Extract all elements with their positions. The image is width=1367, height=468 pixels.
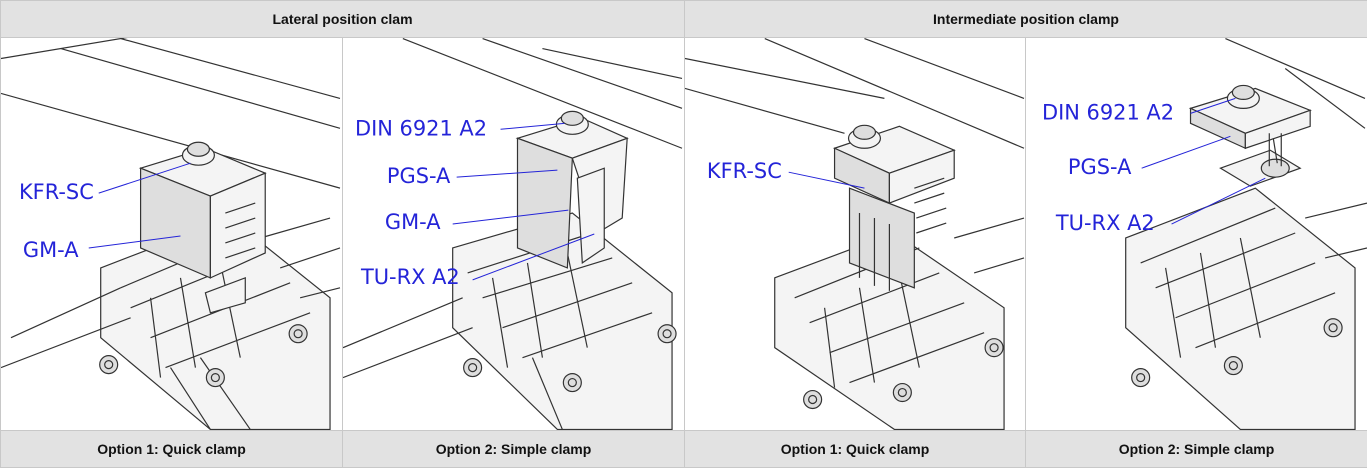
leader-kfr-sc [788, 171, 865, 189]
bolt-drawing [803, 338, 1004, 410]
panel-lateral-simple-clamp: DIN 6921 A2 PGS-A GM-A TU-RX A2 [341, 37, 686, 431]
clamp-drawing [138, 141, 267, 314]
label-pgs-a: PGS-A [1068, 155, 1132, 179]
label-pgs-a: PGS-A [387, 164, 451, 188]
header-row: Lateral position clam Intermediate posit… [0, 0, 1367, 38]
leader-pgs-a [1141, 135, 1231, 169]
leader-tu-rx-a2 [472, 233, 595, 281]
label-din-6921-a2: DIN 6921 A2 [355, 116, 487, 140]
lateral-simple-clamp-drawing: DIN 6921 A2 PGS-A GM-A TU-RX A2 [343, 38, 683, 430]
leader-tu-rx-a2 [1171, 177, 1266, 225]
label-tu-rx-a2: TU-RX A2 [360, 265, 460, 289]
label-gm-a: GM-A [385, 210, 441, 234]
footer-option-2-lateral: Option 2: Simple clamp [341, 430, 686, 468]
clamp-drawing [515, 110, 629, 269]
header-intermediate: Intermediate position clamp [684, 0, 1367, 38]
label-kfr-sc: KFR-SC [707, 159, 782, 183]
footer-option-1-intermediate: Option 1: Quick clamp [684, 430, 1027, 468]
bolt-drawing [99, 324, 308, 388]
rail-drawing [685, 38, 1025, 430]
label-kfr-sc: KFR-SC [19, 180, 94, 204]
footer-row: Option 1: Quick clamp Option 2: Simple c… [0, 430, 1367, 468]
label-gm-a: GM-A [23, 238, 79, 262]
intermediate-simple-clamp-drawing: DIN 6921 A2 PGS-A TU-RX A2 [1042, 38, 1367, 430]
leader-pgs-a [456, 169, 558, 178]
footer-option-1-lateral: Option 1: Quick clamp [0, 430, 343, 468]
bolt-drawing [463, 324, 677, 393]
rail-drawing [1, 38, 341, 430]
clamp-drawing [832, 124, 956, 291]
label-tu-rx-a2: TU-RX A2 [1055, 211, 1155, 235]
lateral-quick-clamp-drawing: KFR-SC GM-A [1, 38, 341, 430]
image-row: KFR-SC GM-A [0, 37, 1367, 431]
leader-gm-a [452, 209, 569, 225]
rail-drawing [1125, 38, 1367, 430]
panel-intermediate-quick-clamp: KFR-SC [684, 37, 1027, 431]
footer-option-2-intermediate: Option 2: Simple clamp [1025, 430, 1367, 468]
leader-gm-a [88, 235, 181, 249]
intermediate-quick-clamp-drawing: KFR-SC [685, 38, 1025, 430]
leader-din-6921-a2 [500, 122, 565, 130]
header-lateral: Lateral position clam [0, 0, 686, 38]
panel-intermediate-simple-clamp: DIN 6921 A2 PGS-A TU-RX A2 [1025, 37, 1367, 431]
panel-lateral-quick-clamp: KFR-SC GM-A [0, 37, 343, 431]
leader-din-6921-a2 [1190, 97, 1236, 114]
label-din-6921-a2: DIN 6921 A2 [1042, 100, 1174, 124]
bolt-drawing [1131, 318, 1343, 388]
clamp-drawing [1188, 84, 1312, 187]
leader-kfr-sc [98, 162, 191, 194]
